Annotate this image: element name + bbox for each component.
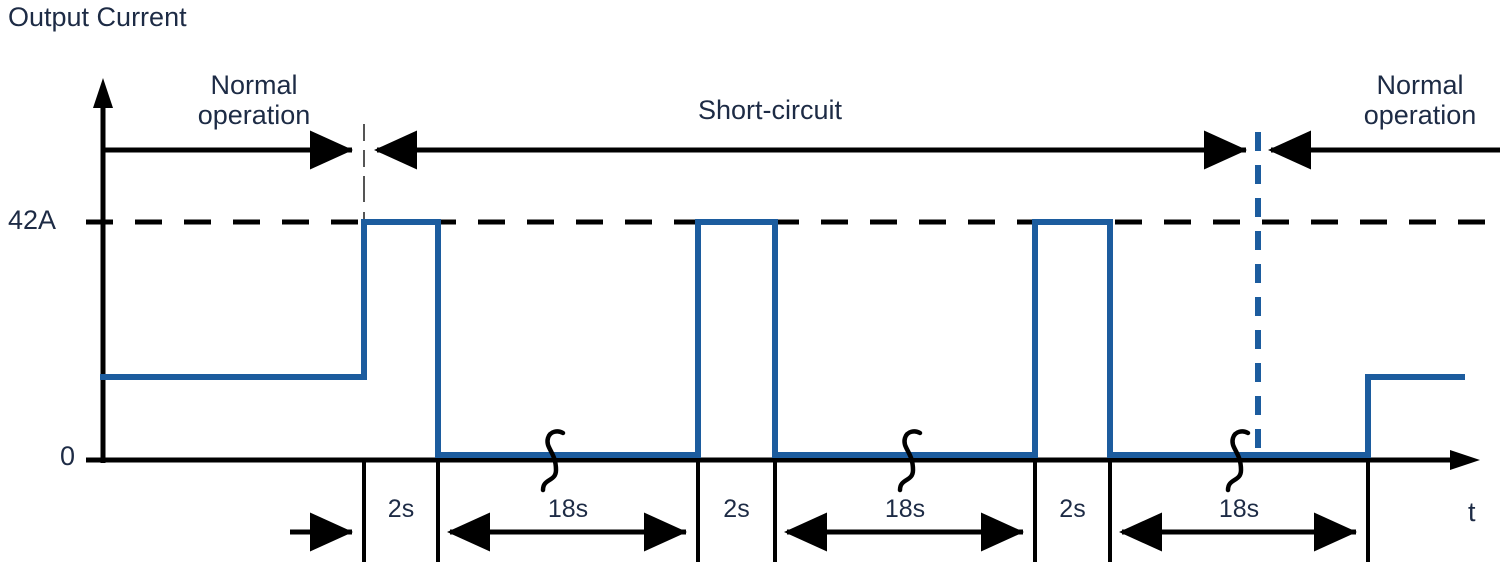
timing-label-gap-2: 18s bbox=[884, 495, 926, 523]
timing-label-pulse-2: 2s bbox=[723, 495, 750, 523]
page-title: Output Current bbox=[8, 2, 187, 32]
phase-annotation-arrows bbox=[103, 124, 1500, 186]
break-symbol-1 bbox=[540, 429, 566, 493]
y-axis-tick-0: 0 bbox=[60, 441, 76, 471]
y-axis-arrowhead bbox=[93, 78, 113, 108]
x-axis-arrowhead bbox=[1450, 450, 1480, 470]
timing-label-gap-3: 18s bbox=[1218, 495, 1260, 523]
phase-label-line-2: operation bbox=[197, 100, 311, 131]
phase-label-short-circuit: Short-circuit bbox=[697, 95, 843, 125]
x-axis-label: t bbox=[1468, 497, 1476, 527]
output-current-waveform bbox=[100, 219, 1465, 458]
timing-label-gap-1: 18s bbox=[547, 495, 589, 523]
phase-label-line-2: operation bbox=[1363, 100, 1477, 131]
phase-label-normal-operation-left: Normal operation bbox=[144, 70, 364, 130]
timing-label-pulse-3: 2s bbox=[1059, 495, 1086, 523]
phase-label-normal-operation-right: Normal operation bbox=[1340, 70, 1500, 130]
break-symbols bbox=[540, 429, 1251, 493]
phase-label-line-1: Normal bbox=[210, 70, 298, 100]
y-axis-tick-42a: 42A bbox=[8, 205, 57, 235]
break-symbol-3 bbox=[1225, 429, 1251, 493]
timing-label-pulse-1: 2s bbox=[387, 495, 415, 523]
y-axis bbox=[93, 78, 113, 463]
break-symbol-2 bbox=[897, 429, 923, 493]
timing-tick-lines bbox=[362, 460, 1370, 562]
phase-label-line-1: Normal bbox=[1376, 70, 1464, 100]
